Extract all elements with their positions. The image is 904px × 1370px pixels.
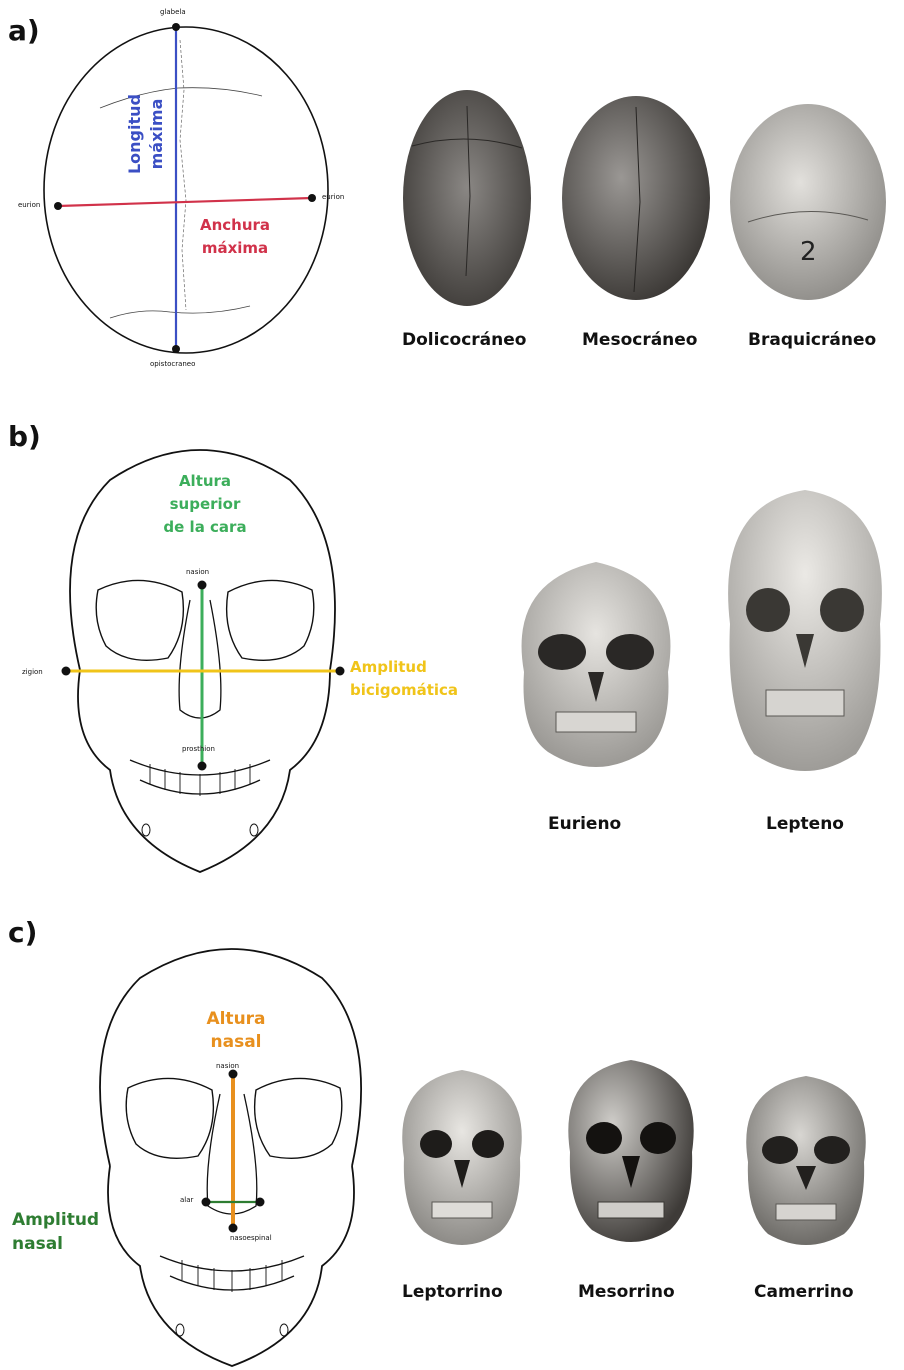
nasal-height-line1: Altura: [196, 1008, 276, 1031]
upper-face-height-line1: Altura: [150, 470, 260, 493]
point-label-eurion-right: eurion: [322, 193, 344, 201]
point-label-eurion-left: eurion: [18, 201, 40, 209]
skull-front-view-diagram-c: [0, 926, 400, 1370]
skull-photo-camerrino: [736, 1070, 876, 1256]
nasal-height-line2: nasal: [196, 1031, 276, 1054]
upper-face-height-line3: de la cara: [150, 516, 260, 539]
bizygomatic-width-line1: Amplitud: [350, 656, 458, 679]
caption-mesocraneo: Mesocráneo: [582, 330, 698, 350]
point-label-alar: alar: [180, 1196, 193, 1204]
caption-eurieno: Eurieno: [548, 814, 621, 834]
skull-photo-leptorrino: [392, 1062, 532, 1258]
caption-lepteno: Lepteno: [766, 814, 844, 834]
point-label-prosthion: prosthion: [182, 745, 215, 753]
bizygomatic-width-line2: bicigomática: [350, 679, 458, 702]
point-label-glabela: glabela: [160, 8, 186, 16]
nasal-width-line1: Amplitud: [12, 1208, 99, 1232]
svg-text:2: 2: [800, 237, 817, 267]
length-label: Longitud máxima: [124, 74, 172, 194]
skull-photo-lepteno: [716, 484, 894, 788]
skull-photo-eurieno: [504, 552, 688, 782]
length-label-line1: Longitud: [124, 74, 146, 194]
width-label-line2: máxima: [200, 237, 270, 260]
caption-dolicocraneo: Dolicocráneo: [402, 330, 526, 350]
point-label-zigion: zigion: [22, 668, 43, 676]
caption-leptorrino: Leptorrino: [402, 1282, 503, 1302]
width-label-line1: Anchura: [200, 214, 270, 237]
nasal-width-line2: nasal: [12, 1232, 99, 1256]
length-label-line2: máxima: [146, 74, 168, 194]
point-label-nasion-b: nasion: [186, 568, 209, 576]
skull-photo-mesorrino: [558, 1052, 704, 1254]
width-label: Anchura máxima: [200, 214, 270, 260]
bizygomatic-width-label: Amplitud bicigomática: [350, 656, 458, 702]
skull-photo-braquicraneo: 2: [728, 92, 888, 312]
nasal-width-label: Amplitud nasal: [12, 1208, 99, 1256]
skull-photo-dolicocraneo: [392, 76, 542, 316]
skull-photo-mesocraneo: [556, 82, 716, 314]
caption-mesorrino: Mesorrino: [578, 1282, 675, 1302]
point-label-opistocraneo: opistocraneo: [150, 360, 195, 368]
point-label-nasoespinal: nasoespinal: [230, 1234, 272, 1242]
caption-camerrino: Camerrino: [754, 1282, 854, 1302]
upper-face-height-label: Altura superior de la cara: [150, 470, 260, 539]
nasal-height-label: Altura nasal: [196, 1008, 276, 1054]
caption-braquicraneo: Braquicráneo: [748, 330, 876, 350]
point-label-nasion-c: nasion: [216, 1062, 239, 1070]
upper-face-height-line2: superior: [150, 493, 260, 516]
